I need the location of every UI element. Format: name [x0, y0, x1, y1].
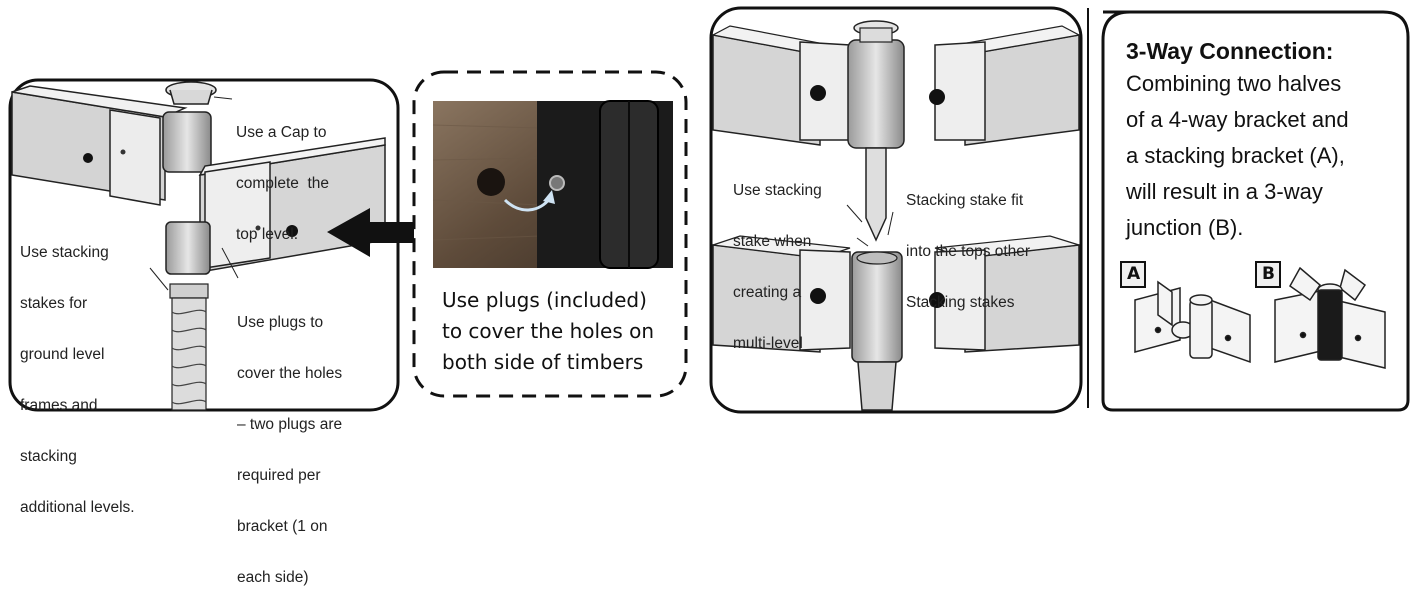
three-way-title: 3-Way Connection: — [1126, 38, 1334, 64]
caption-line: both side of timbers — [442, 350, 644, 374]
stacking-stake-line: stake when — [733, 233, 812, 250]
stacking-stake-line: creating a — [733, 284, 802, 301]
caption-line: Use plugs (included) — [442, 288, 647, 312]
stake-instruction-line: ground level — [20, 346, 105, 363]
cap-instruction-line: Use a Cap to — [236, 124, 327, 141]
stacking-stake-line: multi-level — [733, 335, 803, 352]
plug-instruction-line: cover the holes — [237, 365, 343, 382]
bracket-b-icon — [1274, 266, 1386, 369]
stake-fit-line: Stacking stake fit — [906, 192, 1024, 209]
stake-fit-line: Stacking stakes — [906, 294, 1015, 311]
tag-b-label: B — [1262, 264, 1275, 284]
plug-instruction: Use plugs to cover the holes – two plugs… — [237, 280, 342, 603]
plug-instruction-line: each side) — [237, 569, 309, 586]
panel-three-way-connection — [1101, 10, 1410, 412]
cap-instruction-line: top level. — [236, 226, 299, 243]
panel-plug-photo — [412, 70, 688, 398]
three-way-body-line: junction (B). — [1126, 215, 1244, 240]
plug-instruction-line: required per — [237, 467, 321, 484]
stacking-stake-line: Use stacking — [733, 182, 822, 199]
stake-fit-line: into the tops other — [906, 243, 1031, 260]
panel-ground-level-frame — [8, 78, 400, 412]
plug-hole-front — [286, 225, 298, 237]
tag-a-box — [1120, 261, 1146, 288]
plug-icon — [477, 168, 505, 196]
three-way-body-line: of a 4-way bracket and — [1126, 107, 1349, 132]
three-way-body-line: a stacking bracket (A), — [1126, 143, 1345, 168]
stake-instruction-line: stakes for — [20, 295, 88, 312]
panel-stacking-stake — [709, 6, 1083, 414]
caption-line: to cover the holes on — [442, 319, 655, 343]
stake-instruction-line: stacking — [20, 448, 77, 465]
three-way-body-line: will result in a 3-way — [1126, 179, 1323, 204]
stake-instruction-line: additional levels. — [20, 499, 135, 516]
plug-photo-caption: Use plugs (included) to cover the holes … — [442, 285, 654, 378]
plug-instruction-line: Use plugs to — [237, 314, 324, 331]
illustration-canvas — [8, 6, 1410, 414]
bracket-a-icon — [1134, 280, 1251, 364]
stacking-stake-instruction: Use stacking stake when creating a multi… — [733, 148, 822, 369]
three-way-body-line: Combining two halves — [1126, 71, 1342, 96]
cap-instruction-line: complete the — [236, 175, 330, 192]
cap-instruction: Use a Cap to complete the top level. — [236, 90, 329, 260]
tag-b-box — [1255, 261, 1281, 288]
stake-instruction: Use stacking stakes for ground level fra… — [20, 210, 135, 533]
stake-fit-note: Stacking stake fit into the tops other S… — [906, 158, 1030, 328]
three-way-body: Combining two halves of a 4-way bracket … — [1126, 66, 1398, 246]
three-way-connection-text: 3-Way Connection: Combining two halves o… — [1126, 36, 1398, 246]
stake-instruction-line: Use stacking — [20, 244, 109, 261]
plug-instruction-line: bracket (1 on — [237, 518, 328, 535]
stake-instruction-line: frames and — [20, 397, 98, 414]
tag-a-label: A — [1127, 264, 1141, 284]
plug-hole-back — [83, 153, 93, 163]
pointer-arrow-icon — [327, 208, 432, 257]
